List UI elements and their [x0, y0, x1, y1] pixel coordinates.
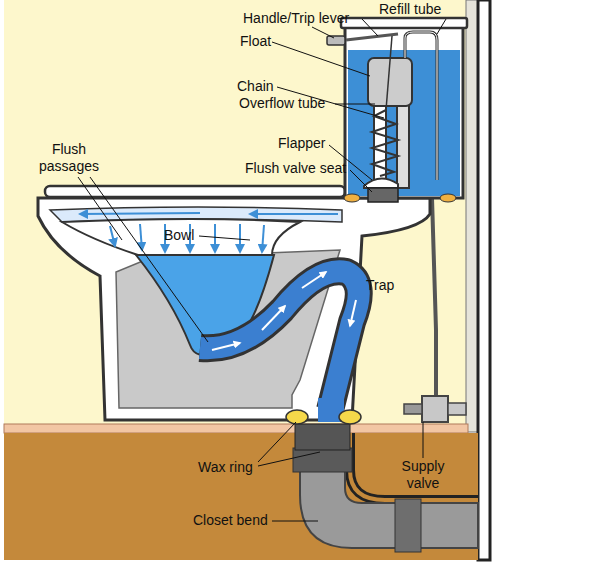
trap-wall	[200, 271, 359, 410]
toilet-seat	[45, 186, 345, 197]
chain-link	[386, 36, 392, 110]
pipe-coupling	[293, 448, 352, 472]
leader-line	[350, 170, 372, 192]
pipe-coupling	[395, 499, 421, 552]
refill-tube-inner	[405, 32, 437, 180]
wax-ring	[339, 410, 361, 424]
supply-pipe-inner	[350, 433, 478, 500]
wall-pipe	[478, 0, 490, 560]
flapper	[364, 178, 398, 188]
leader-line	[199, 236, 250, 240]
wall-background	[4, 0, 468, 425]
flush-valve-seat	[368, 188, 398, 202]
supply-valve-body	[422, 396, 448, 422]
refill-tube	[405, 32, 437, 180]
tank-bolt	[440, 194, 456, 202]
leader-line	[423, 422, 424, 458]
floor-surface	[4, 424, 468, 433]
flow-arrow	[262, 306, 285, 330]
flush-arrow	[250, 213, 338, 215]
wall-board	[466, 0, 478, 432]
toilet-flange	[295, 424, 350, 450]
tank-bolt	[344, 194, 360, 202]
tank-lid	[341, 18, 467, 28]
part-label: Bowl	[164, 227, 194, 244]
leader-line	[437, 19, 446, 34]
part-label: Supply valve	[394, 458, 452, 492]
bowl-basin	[62, 219, 300, 255]
trap-water	[200, 271, 359, 410]
wax-ring	[286, 410, 308, 424]
leader-line	[312, 27, 334, 38]
flush-arrow	[140, 224, 142, 250]
flow-arrow	[302, 272, 326, 288]
flush-arrow	[262, 225, 264, 252]
subfloor	[4, 433, 478, 560]
leader-line	[90, 177, 208, 342]
flow-arrow	[212, 343, 240, 350]
chain	[372, 110, 398, 176]
supply-tube	[432, 198, 436, 398]
flush-arrow	[239, 224, 241, 252]
part-label: Trap	[366, 277, 394, 294]
part-label: Chain	[237, 78, 274, 95]
part-label: Overflow tube	[239, 95, 325, 112]
part-label: Float	[240, 33, 271, 50]
part-label: Flapper	[278, 135, 325, 152]
leader-line	[258, 452, 320, 466]
leader-line	[362, 19, 378, 36]
handle	[327, 36, 345, 45]
leader-line	[78, 177, 122, 240]
leader-line	[272, 521, 318, 522]
leader-line	[258, 422, 296, 462]
supply-stub	[448, 403, 466, 415]
supply-valve-handle	[404, 404, 422, 414]
leader-line	[335, 104, 375, 105]
part-label: Closet bend	[193, 512, 268, 529]
part-label: Handle/Trip lever	[243, 10, 349, 27]
leader-lines	[78, 19, 446, 521]
part-label: Flush valve seat	[245, 160, 346, 177]
flow-arrow	[350, 300, 356, 326]
trip-lever	[346, 34, 398, 40]
part-label: Flush passages	[36, 141, 102, 175]
porcelain-body	[38, 198, 430, 420]
part-label: Refill tube	[379, 1, 441, 18]
supply-pipe-under-floor	[350, 433, 478, 500]
part-label: Wax ring	[198, 459, 253, 476]
leader-line	[272, 42, 370, 76]
flush-arrow	[214, 224, 216, 252]
flush-arrow	[80, 213, 200, 214]
